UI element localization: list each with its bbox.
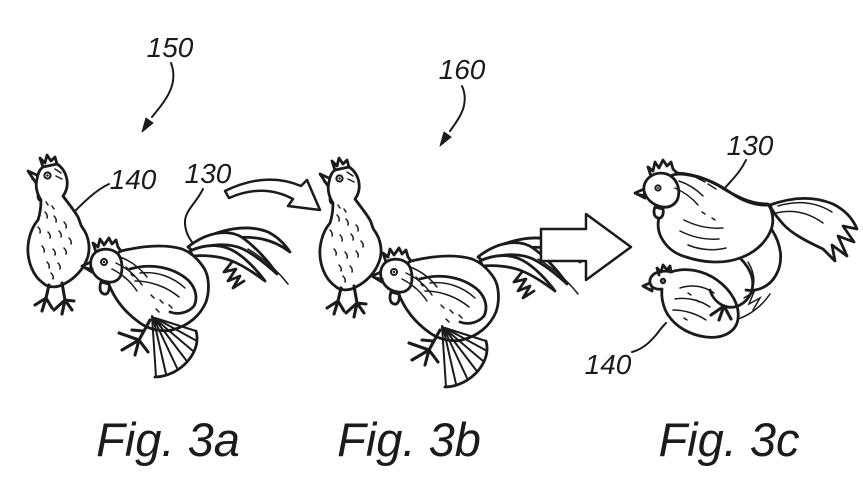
ref-label-130-fig3a: 130 <box>185 158 232 189</box>
rooster3c-fold-line <box>747 261 755 292</box>
figure-3c-group: 130 140 <box>585 130 859 466</box>
caption-fig3a: Fig. 3a <box>96 413 240 466</box>
rooster3c-claw <box>709 304 733 322</box>
rooster3c-body-hatch <box>679 211 727 251</box>
rooster-fig3a <box>80 226 292 379</box>
ref-label-160: 160 <box>439 54 486 85</box>
hen-fig3a <box>26 153 91 316</box>
hen3c-hatch <box>672 285 715 321</box>
ref-label-130-fig3c: 130 <box>727 130 774 161</box>
ref-label-140-fig3c: 140 <box>585 349 632 380</box>
ref-label-140-fig3a: 140 <box>110 164 157 195</box>
rooster3c-thigh-fold-a <box>708 256 755 309</box>
leader-line-140-fig3c <box>631 322 667 353</box>
ref-label-150: 150 <box>147 32 194 63</box>
rooster3c-zigzag-feathers <box>743 290 763 311</box>
rooster3c-head <box>642 171 681 209</box>
mating-pair-fig3c <box>633 158 859 339</box>
ref-arrow-150-line <box>151 62 175 118</box>
hen3c-wing-fold <box>737 293 771 320</box>
hen3c-pupil <box>662 280 664 282</box>
hop-arrow-icon <box>223 178 322 212</box>
rooster3c-tail-lines <box>775 201 833 224</box>
figure-3a-group: 150 140 130 Fig. 3a <box>26 32 292 466</box>
rooster3c-tail <box>768 197 859 263</box>
block-arrow-icon <box>539 212 633 282</box>
hen-fig3b <box>318 156 383 319</box>
hen3c-comb <box>655 263 673 277</box>
rooster3c-wattle <box>652 205 665 220</box>
caption-fig3c: Fig. 3c <box>658 413 799 466</box>
caption-fig3b: Fig. 3b <box>337 413 481 466</box>
rooster3c-back-line <box>675 171 772 207</box>
ref-arrow-160-head <box>439 131 452 147</box>
rooster3c-hackle-hatch <box>674 177 717 206</box>
ref-arrow-160-line <box>449 85 466 132</box>
ref-arrow-150-head <box>141 117 154 133</box>
figure-3b-group: 160 Fig. 3b <box>318 54 582 466</box>
rooster3c-pupil <box>657 187 659 189</box>
rooster3c-thigh-fold-b <box>744 228 783 292</box>
rooster3c-comb <box>646 158 679 178</box>
hen3c-body <box>648 268 740 339</box>
